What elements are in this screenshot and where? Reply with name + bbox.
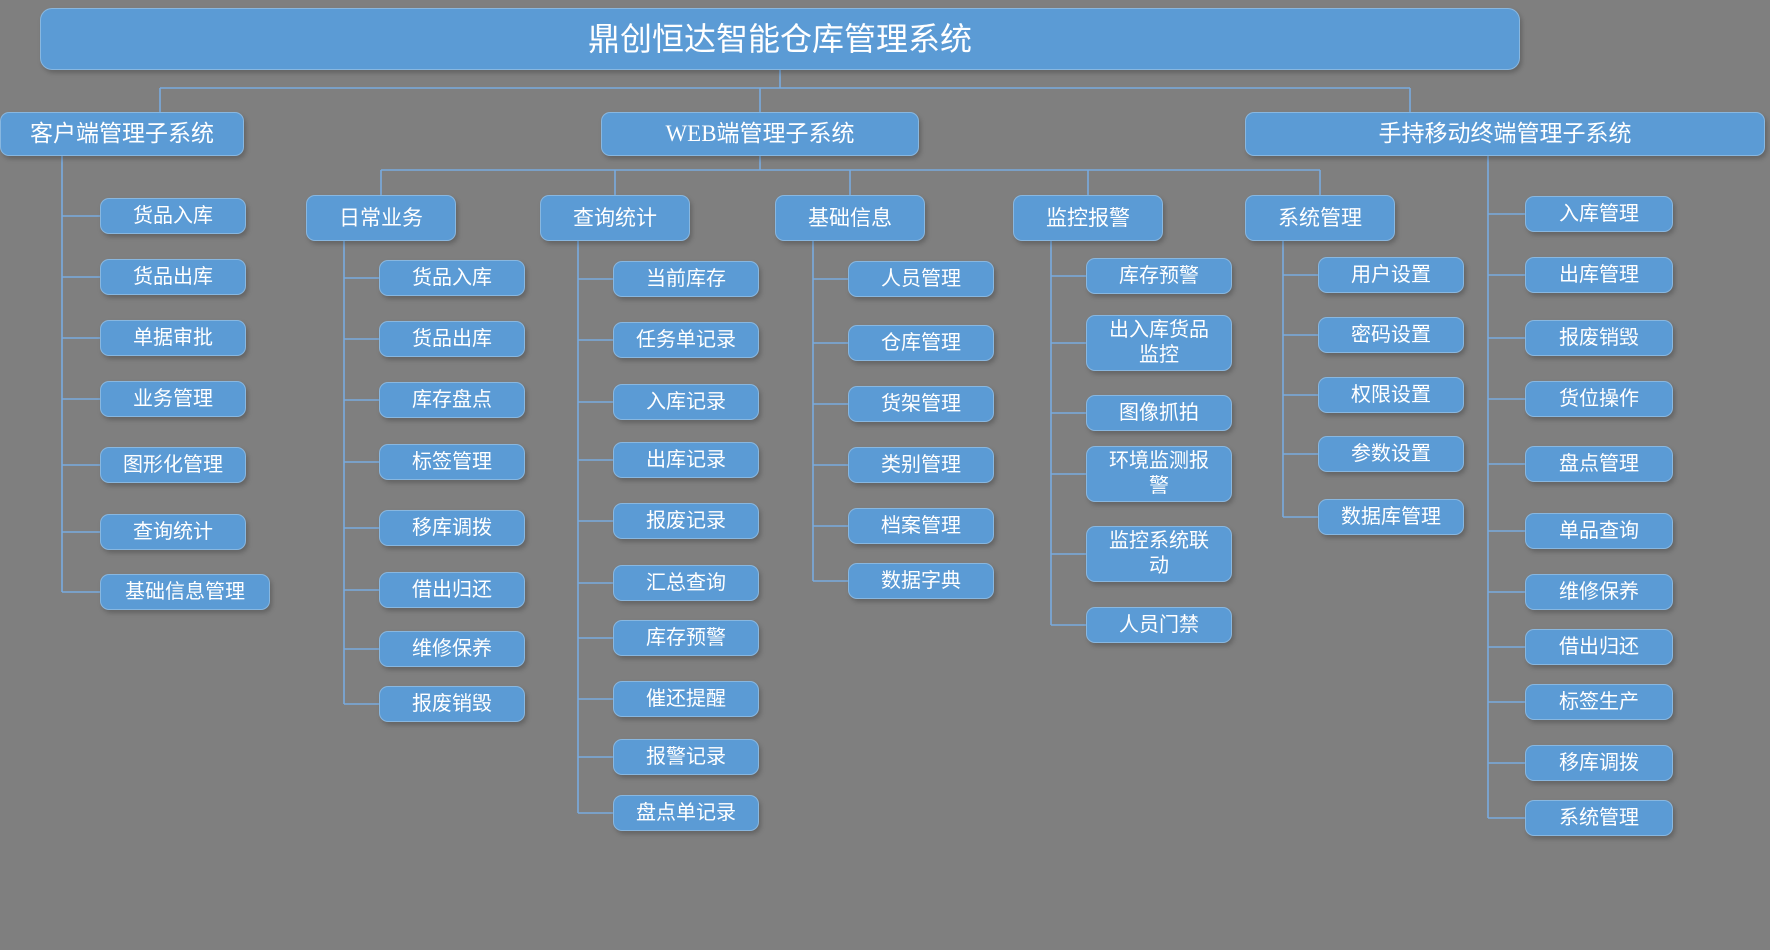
org-node: 盘点单记录 — [613, 795, 759, 831]
org-node: 系统管理 — [1525, 800, 1673, 836]
org-node: 出入库货品监控 — [1086, 315, 1232, 371]
subsystem-mobile: 手持移动终端管理子系统 — [1245, 112, 1765, 156]
org-node: 仓库管理 — [848, 325, 994, 361]
subsystem-client: 客户端管理子系统 — [0, 112, 244, 156]
group-header-node: 系统管理 — [1245, 195, 1395, 241]
org-node: 任务单记录 — [613, 322, 759, 358]
org-node: 报警记录 — [613, 739, 759, 775]
chart-title: 鼎创恒达智能仓库管理系统 — [40, 8, 1520, 70]
group-header-node: 基础信息 — [775, 195, 925, 241]
subsystem-web: WEB端管理子系统 — [601, 112, 919, 156]
org-node: 类别管理 — [848, 447, 994, 483]
org-node: 出库记录 — [613, 442, 759, 478]
org-node: 报废记录 — [613, 503, 759, 539]
org-node: 人员管理 — [848, 261, 994, 297]
org-node: 权限设置 — [1318, 377, 1464, 413]
org-node: 货品入库 — [379, 260, 525, 296]
org-node: 查询统计 — [100, 514, 246, 550]
org-node: 货位操作 — [1525, 381, 1673, 417]
org-node: 标签生产 — [1525, 684, 1673, 720]
org-node: 维修保养 — [1525, 574, 1673, 610]
org-node: 盘点管理 — [1525, 446, 1673, 482]
group-header-node: 监控报警 — [1013, 195, 1163, 241]
org-node: 基础信息管理 — [100, 574, 270, 610]
org-node: 入库记录 — [613, 384, 759, 420]
org-node: 货品入库 — [100, 198, 246, 234]
org-node: 移库调拨 — [1525, 745, 1673, 781]
org-node: 货品出库 — [100, 259, 246, 295]
group-header-node: 日常业务 — [306, 195, 456, 241]
org-node: 单据审批 — [100, 320, 246, 356]
org-node: 入库管理 — [1525, 196, 1673, 232]
org-node: 出库管理 — [1525, 257, 1673, 293]
org-node: 报废销毁 — [379, 686, 525, 722]
org-node: 催还提醒 — [613, 681, 759, 717]
org-node: 货架管理 — [848, 386, 994, 422]
org-node: 业务管理 — [100, 381, 246, 417]
org-node: 汇总查询 — [613, 565, 759, 601]
org-node: 维修保养 — [379, 631, 525, 667]
org-node: 库存预警 — [613, 620, 759, 656]
org-node: 数据字典 — [848, 563, 994, 599]
org-node: 数据库管理 — [1318, 499, 1464, 535]
org-node: 密码设置 — [1318, 317, 1464, 353]
org-node: 标签管理 — [379, 444, 525, 480]
org-node: 参数设置 — [1318, 436, 1464, 472]
org-node: 库存预警 — [1086, 258, 1232, 294]
group-header-node: 查询统计 — [540, 195, 690, 241]
org-node: 移库调拨 — [379, 510, 525, 546]
org-node: 借出归还 — [379, 572, 525, 608]
org-node: 监控系统联动 — [1086, 526, 1232, 582]
org-node: 用户设置 — [1318, 257, 1464, 293]
org-node: 借出归还 — [1525, 629, 1673, 665]
org-node: 人员门禁 — [1086, 607, 1232, 643]
org-node: 当前库存 — [613, 261, 759, 297]
org-node: 货品出库 — [379, 321, 525, 357]
org-node: 环境监测报警 — [1086, 446, 1232, 502]
org-node: 档案管理 — [848, 508, 994, 544]
org-node: 图像抓拍 — [1086, 395, 1232, 431]
org-node: 库存盘点 — [379, 382, 525, 418]
org-node: 报废销毁 — [1525, 320, 1673, 356]
org-node: 单品查询 — [1525, 513, 1673, 549]
org-node: 图形化管理 — [100, 447, 246, 483]
